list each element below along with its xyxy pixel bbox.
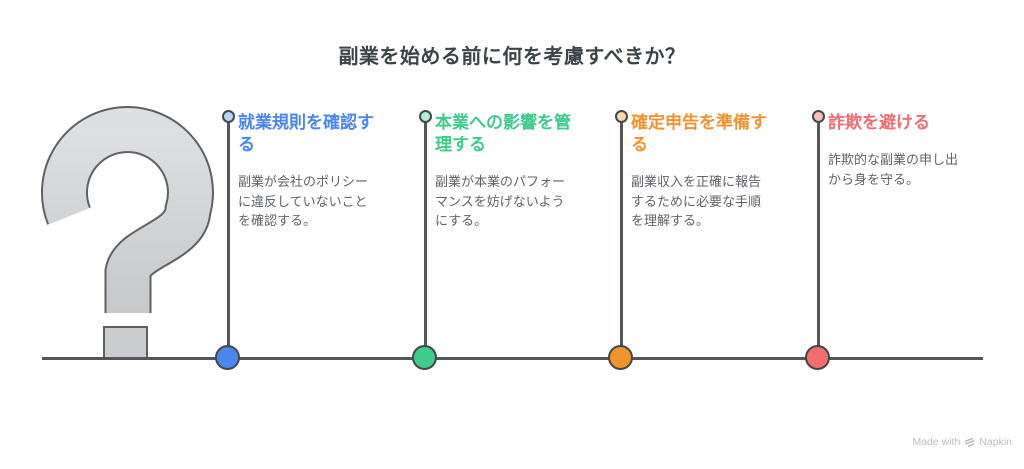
connector-line bbox=[620, 116, 623, 358]
item-top-dot bbox=[221, 110, 235, 123]
timeline-node-dot bbox=[805, 345, 830, 370]
item-description: 副業収入を正確に報告するために必要な手順を理解する。 bbox=[631, 174, 762, 228]
item-top-dot bbox=[811, 110, 825, 123]
timeline-node-dot bbox=[215, 345, 240, 370]
napkin-logo-icon bbox=[965, 437, 975, 447]
item-title: 確定申告を準備する bbox=[631, 113, 767, 154]
napkin-credit-link[interactable]: Made with Napkin bbox=[912, 436, 1012, 448]
connector-line bbox=[227, 116, 230, 358]
item-title: 本業への影響を管理する bbox=[435, 113, 571, 154]
timeline-node-dot bbox=[412, 345, 437, 370]
timeline-node-dot bbox=[608, 345, 633, 370]
connector-line bbox=[424, 116, 427, 358]
item-top-dot bbox=[418, 110, 432, 123]
item-top-dot bbox=[614, 110, 628, 123]
timeline-axis bbox=[42, 357, 983, 360]
item-description: 副業が本業のパフォーマンスを妨げないようにする。 bbox=[435, 174, 566, 228]
connector-line bbox=[817, 116, 820, 358]
item-description: 詐欺的な副業の申し出から身を守る。 bbox=[828, 152, 959, 187]
page-title: 副業を始める前に何を考慮すべきか？ bbox=[338, 46, 686, 68]
brand-label: Napkin bbox=[979, 436, 1012, 448]
item-description: 副業が会社のポリシーに違反していないことを確認する。 bbox=[238, 174, 369, 228]
item-title: 就業規則を確認する bbox=[238, 113, 374, 154]
question-mark-icon bbox=[41, 106, 214, 360]
made-with-label: Made with bbox=[912, 436, 961, 448]
item-title: 詐欺を避ける bbox=[828, 113, 930, 132]
